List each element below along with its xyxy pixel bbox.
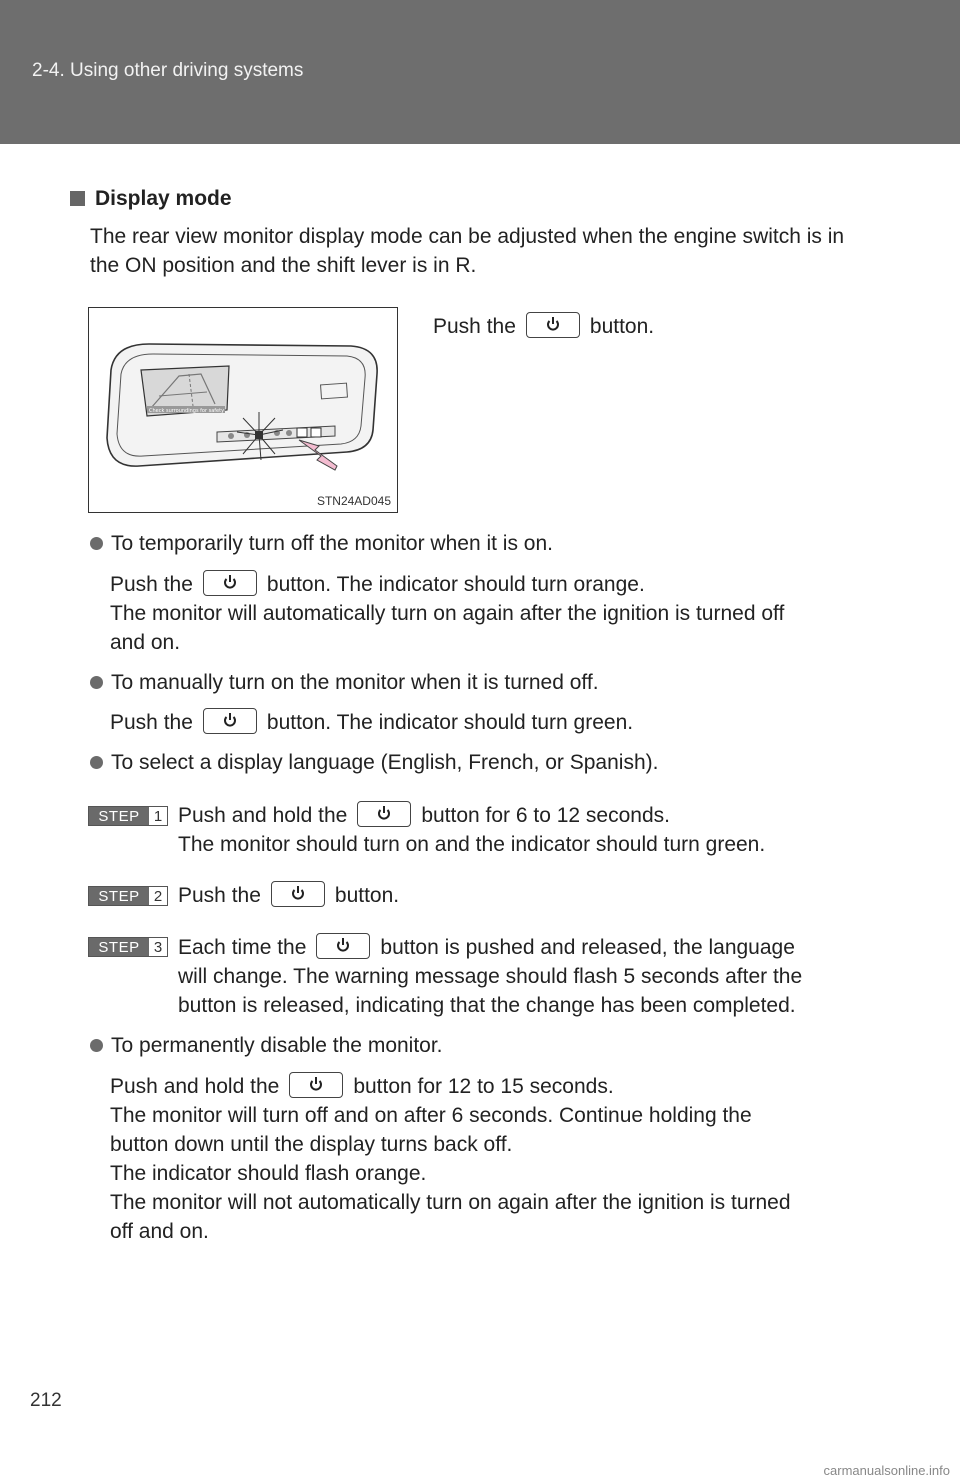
step-3-line3: button is released, indicating that the … bbox=[178, 994, 796, 1017]
item-off-line2: The monitor will automatically turn on a… bbox=[110, 602, 785, 625]
item-heading-language: To select a display language (English, F… bbox=[90, 748, 658, 777]
power-icon bbox=[337, 938, 350, 952]
power-button-glyph bbox=[202, 570, 257, 596]
power-button-glyph bbox=[357, 801, 412, 827]
page-number: 212 bbox=[30, 1390, 62, 1411]
power-icon bbox=[378, 806, 391, 820]
item-disable-line2: The monitor will turn off and on after 6… bbox=[110, 1104, 752, 1127]
step-3-line2: will change. The warning message should … bbox=[178, 965, 803, 988]
section-breadcrumb: 2-4. Using other driving systems bbox=[32, 60, 304, 81]
round-bullet-icon bbox=[90, 537, 103, 550]
section-title: Display mode bbox=[95, 187, 232, 210]
intro-paragraph: The rear view monitor display mode can b… bbox=[90, 225, 845, 277]
mirror-figure: Check surroundings for safety STN24AD045 bbox=[88, 307, 398, 513]
power-icon bbox=[310, 1077, 323, 1091]
item-heading-disable: To permanently disable the monitor. bbox=[90, 1031, 443, 1060]
item-disable-line4: The indicator should flash orange. bbox=[110, 1162, 427, 1185]
page-header: 2-4. Using other driving systems bbox=[0, 0, 960, 144]
round-bullet-icon bbox=[90, 676, 103, 689]
power-button-glyph bbox=[316, 933, 371, 959]
round-bullet-icon bbox=[90, 1039, 103, 1052]
power-icon bbox=[223, 575, 236, 589]
item-disable-line3: button down until the display turns back… bbox=[110, 1133, 513, 1156]
item-heading-on: To manually turn on the monitor when it … bbox=[90, 668, 599, 697]
mirror-illustration: Check surroundings for safety bbox=[106, 343, 378, 471]
round-bullet-icon bbox=[90, 756, 103, 769]
power-icon bbox=[223, 713, 236, 727]
power-icon bbox=[546, 317, 559, 331]
power-button-glyph bbox=[289, 1072, 344, 1098]
power-button-glyph bbox=[525, 312, 580, 338]
item-disable-line6: off and on. bbox=[110, 1220, 209, 1243]
power-icon bbox=[291, 886, 304, 900]
screen-warning-text: Check surroundings for safety bbox=[149, 408, 224, 414]
item-disable-line5: The monitor will not automatically turn … bbox=[110, 1191, 791, 1214]
figure-id: STN24AD045 bbox=[316, 494, 391, 508]
item-off-line3: and on. bbox=[110, 631, 181, 654]
power-button-glyph bbox=[270, 881, 325, 907]
item-heading-off: To temporarily turn off the monitor when… bbox=[90, 529, 553, 558]
step-1-line2: The monitor should turn on and the indic… bbox=[178, 833, 766, 856]
section-heading: Display mode bbox=[70, 184, 232, 213]
power-button-glyph bbox=[202, 708, 257, 734]
watermark: carmanualsonline.info bbox=[823, 1463, 950, 1478]
square-bullet-icon bbox=[70, 191, 85, 206]
